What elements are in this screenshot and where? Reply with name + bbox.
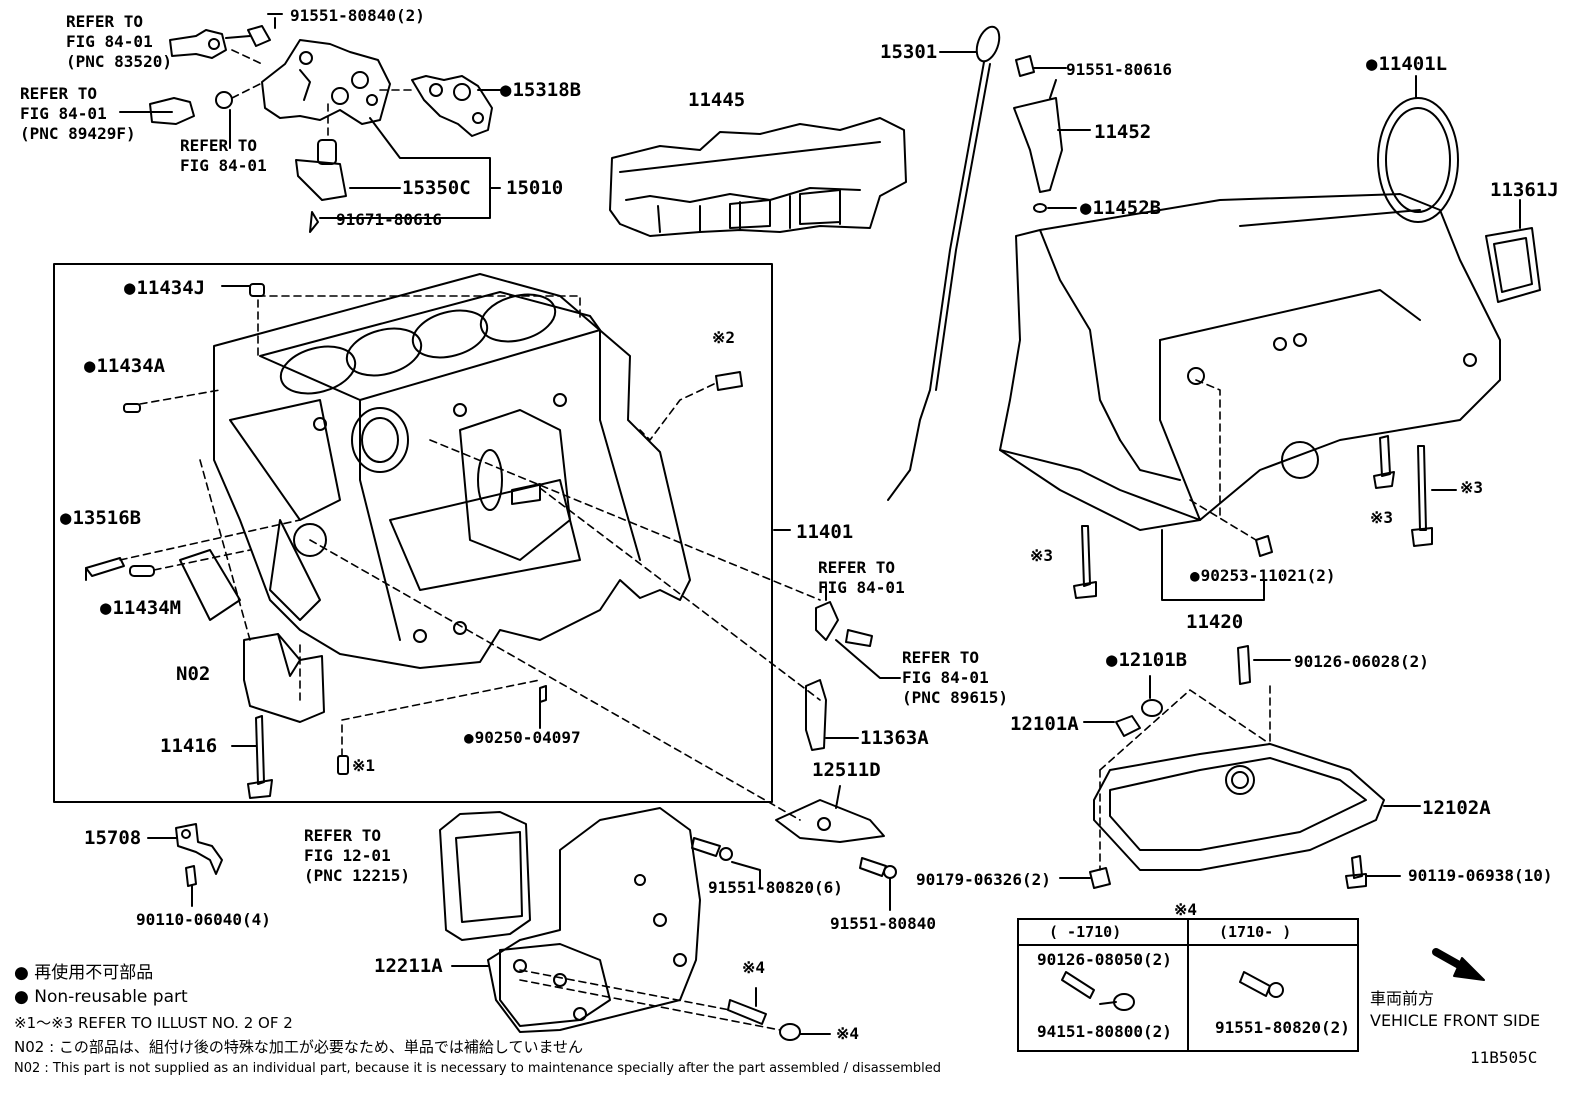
- label-x3-mid: ※3: [1370, 508, 1394, 527]
- legend-nonreusable-jp-text: 再使用不可部品: [34, 963, 154, 983]
- oil-jet-drawing: [147, 823, 223, 907]
- gasket-11361J-drawing: [1485, 199, 1541, 303]
- refer-12215: REFER TO FIG 12-01 (PNC 12215): [304, 826, 410, 885]
- label-12102A: 12102A: [1422, 797, 1491, 819]
- label-15010: 15010: [506, 177, 564, 199]
- crankcase-drawing: [999, 193, 1501, 601]
- oil-pan-guides: [1099, 685, 1271, 871]
- label-x4-stud: ※4: [742, 958, 766, 977]
- label-x3-right: ※3: [1460, 478, 1484, 497]
- label-91551-80820-6: 91551-80820(6): [708, 878, 843, 897]
- table-divider: [1187, 920, 1189, 1050]
- timing-cover-drawing: [439, 807, 897, 1041]
- label-x4-nut: ※4: [836, 1024, 860, 1043]
- label-15350C: 15350C: [402, 177, 471, 199]
- gasket-11445-drawing: [609, 117, 907, 237]
- label-15708: 15708: [84, 827, 142, 849]
- table-part-90126-08050-2: 90126-08050(2): [1037, 950, 1172, 969]
- legend-nonreusable-en-text: Non-reusable part: [34, 987, 188, 1007]
- label-90110-06040-4: 90110-06040(4): [136, 910, 271, 929]
- nonreusable-dot-icon: ●: [14, 987, 29, 1007]
- legend-refer-illust: ※1～※3 REFER TO ILLUST NO. 2 OF 2: [14, 1014, 293, 1032]
- chain-guide-drawing: [805, 679, 859, 751]
- label-11445: 11445: [688, 89, 746, 111]
- oil-pan-drawing: [1059, 645, 1421, 889]
- legend-nonreusable-jp: ● 再使用不可部品: [14, 962, 153, 984]
- label-91671-80616: 91671-80616: [336, 210, 442, 229]
- bracket-12511D-drawing: [775, 785, 885, 843]
- label-91551-80616: 91551-80616: [1066, 60, 1172, 79]
- label-90253-11021-2: 90253-11021(2): [1190, 566, 1336, 586]
- variant-table: ( -1710) (1710- ) 90126-08050(2) 94151-8…: [1017, 918, 1359, 1052]
- oil-control-valve-drawing: [119, 13, 501, 233]
- legend-nonreusable-en: ● Non-reusable part: [14, 986, 188, 1008]
- knock-sensor-drawing: [815, 583, 901, 679]
- diagram-code: 11B505C: [1470, 1048, 1538, 1067]
- top-left-guides: [231, 49, 413, 141]
- direction-jp: 車両前方: [1370, 989, 1435, 1008]
- label-x3-left: ※3: [1030, 546, 1054, 565]
- label-N02: N02: [176, 663, 211, 685]
- label-12511D: 12511D: [812, 759, 881, 781]
- nonreusable-dot-icon: ●: [14, 963, 29, 983]
- label-90119-06938-10: 90119-06938(10): [1408, 866, 1553, 885]
- direction-en: VEHICLE FRONT SIDE: [1370, 1011, 1541, 1030]
- refer-84-01-b: REFER TO FIG 84-01: [818, 558, 905, 597]
- table-drawings: [1061, 971, 1284, 1011]
- label-x4-table: ※4: [1174, 900, 1198, 919]
- timing-cover-guides: [519, 969, 781, 1031]
- label-11416: 11416: [160, 735, 218, 757]
- label-15318B: 15318B: [500, 80, 581, 100]
- label-11452B: 11452B: [1080, 198, 1161, 218]
- label-90126-06028-2: 90126-06028(2): [1294, 652, 1429, 671]
- label-11401L: 11401L: [1366, 54, 1447, 74]
- label-11363A: 11363A: [860, 727, 929, 749]
- label-12211A: 12211A: [374, 955, 443, 977]
- table-header-col2-text: (1710- ): [1219, 923, 1292, 941]
- label-90250-04097: 90250-04097: [464, 728, 581, 748]
- label-91551-80840: 91551-80840: [830, 914, 936, 933]
- label-12101B: 12101B: [1106, 650, 1187, 670]
- label-x2: ※2: [712, 328, 736, 347]
- engine-block-frame: [53, 263, 773, 803]
- gauge-guide-drawing: [1013, 55, 1091, 213]
- label-x1: ※1: [352, 756, 376, 775]
- refer-84-01-a: REFER TO FIG 84-01: [180, 136, 267, 175]
- table-header-col1-text: ( -1710): [1049, 923, 1122, 941]
- label-11434M: 11434M: [100, 598, 181, 618]
- label-11452: 11452: [1094, 121, 1152, 143]
- refer-89615: REFER TO FIG 84-01 (PNC 89615): [902, 648, 1008, 707]
- engine-block-drawing: [85, 273, 743, 799]
- label-11420: 11420: [1186, 611, 1244, 633]
- label-11361J: 11361J: [1490, 179, 1559, 201]
- label-13516B: 13516B: [60, 508, 141, 528]
- crankcase-guides: [1189, 379, 1257, 541]
- label-12101A: 12101A: [1010, 713, 1079, 735]
- label-15301: 15301: [880, 41, 938, 63]
- label-11401: 11401: [796, 521, 854, 543]
- label-90179-06326-2: 90179-06326(2): [916, 870, 1051, 889]
- table-part-91551-80820-2: 91551-80820(2): [1215, 1018, 1350, 1037]
- table-header-col1: ( -1710): [1019, 920, 1187, 946]
- legend-n02-jp: N02 : この部品は、組付け後の特殊な加工が必要なため、単品では補給していませ…: [14, 1038, 584, 1056]
- table-header-col2: (1710- ): [1189, 920, 1357, 946]
- label-11434J: 11434J: [124, 278, 205, 298]
- refer-83520: REFER TO FIG 84-01 (PNC 83520): [66, 12, 172, 71]
- refer-89429F: REFER TO FIG 84-01 (PNC 89429F): [20, 84, 136, 143]
- direction-arrow-drawing: [1432, 948, 1485, 981]
- block-guides: [119, 295, 821, 821]
- table-part-94151-80800-2: 94151-80800(2): [1037, 1022, 1172, 1041]
- oil-seal-drawing: [1377, 75, 1459, 223]
- legend-n02-en: N02 : This part is not supplied as an in…: [14, 1061, 942, 1076]
- label-91551-80840-2: 91551-80840(2): [290, 6, 425, 25]
- oil-dipstick-drawing: [887, 25, 1001, 501]
- label-11434A: 11434A: [84, 356, 165, 376]
